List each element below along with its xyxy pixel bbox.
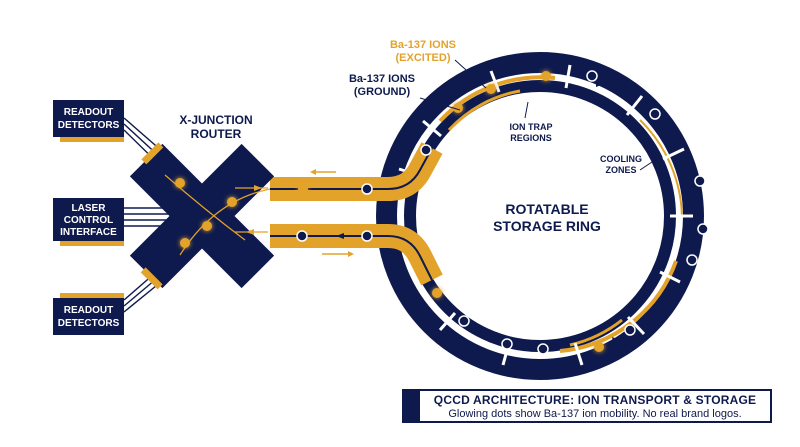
trap-label-line1: ION TRAP (509, 122, 552, 132)
cooling-label-line2: ZONES (605, 165, 636, 175)
laser-control-box: LASER CONTROL INTERFACE (53, 198, 124, 246)
excited-ions (175, 71, 604, 352)
caption-text: QCCD ARCHITECTURE: ION TRANSPORT & STORA… (420, 391, 770, 421)
label-leaders (419, 59, 487, 111)
ground-label-line1: Ba-137 IONS (349, 73, 415, 85)
readout-bottom-line2: DETECTORS (58, 318, 120, 329)
readout-top-line1: READOUT (64, 107, 113, 118)
router-label-line2: ROUTER (191, 127, 242, 141)
flow-arrows (246, 81, 620, 345)
readout-detectors-top-box: READOUT DETECTORS (53, 100, 124, 142)
laser-line3: INTERFACE (60, 227, 117, 238)
excited-label-line2: (EXCITED) (396, 52, 451, 64)
caption-title: QCCD ARCHITECTURE: ION TRANSPORT & STORA… (433, 393, 757, 407)
caption-accent-bar (404, 391, 420, 421)
router-label-line1: X-JUNCTION (179, 113, 252, 127)
x-junction-router (129, 142, 275, 290)
caption-box: QCCD ARCHITECTURE: ION TRANSPORT & STORA… (402, 389, 772, 423)
transport-channels (270, 142, 443, 286)
readout-detectors-bottom-box: READOUT DETECTORS (53, 293, 124, 335)
laser-line1: LASER (72, 203, 107, 214)
ground-ions (296, 70, 709, 355)
ground-label-line2: (GROUND) (354, 86, 411, 98)
ring-label-line2: STORAGE RING (493, 218, 601, 234)
trap-label-line2: REGIONS (510, 133, 552, 143)
laser-line2: CONTROL (64, 215, 113, 226)
cooling-label-line1: COOLING (600, 154, 642, 164)
ring-label-line1: ROTATABLE (505, 201, 588, 217)
caption-subtitle: Glowing dots show Ba-137 ion mobility. N… (448, 408, 742, 420)
excited-label-line1: Ba-137 IONS (390, 39, 456, 51)
readout-bottom-line1: READOUT (64, 305, 113, 316)
readout-top-line2: DETECTORS (58, 120, 120, 131)
